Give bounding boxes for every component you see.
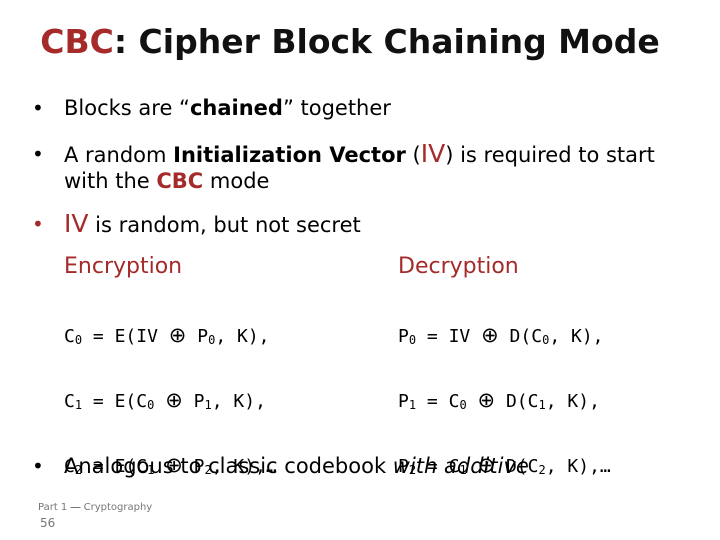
encryption-heading: Encryption xyxy=(64,254,183,279)
title-rest: : Cipher Block Chaining Mode xyxy=(113,22,660,61)
encryption-line-0: C0 = E(IV ⊕ P0, K), xyxy=(64,323,270,347)
bullet-4: • Analogous to classic codebook with add… xyxy=(32,453,704,479)
bullet-4-italic: with additive xyxy=(392,454,529,478)
bullet-2-bold: Initialization Vector xyxy=(173,143,406,167)
bullet-1-text: Blocks are “chained” together xyxy=(64,95,704,121)
title-cbc: CBC xyxy=(40,22,114,61)
bullet-4-pre: Analogous to classic codebook xyxy=(64,454,393,478)
bullet-2-mid: ( xyxy=(405,143,421,167)
xor-symbol: ⊕ xyxy=(477,453,496,477)
bullet-3-iv: IV xyxy=(64,209,89,238)
bullet-dot: • xyxy=(32,96,44,120)
bullet-1-post: ” together xyxy=(282,96,391,120)
xor-symbol: ⊕ xyxy=(165,388,183,412)
xor-symbol: ⊕ xyxy=(168,323,187,347)
bullet-2-text: A random Initialization Vector (IV) is r… xyxy=(64,141,704,194)
slide-title: CBC: Cipher Block Chaining Mode xyxy=(0,22,700,61)
encryption-equations: C0 = E(IV ⊕ P0, K), C1 = E(C0 ⊕ P1, K), … xyxy=(64,290,277,515)
bullet-dot: • xyxy=(32,212,44,236)
bullet-dot: • xyxy=(32,454,44,478)
bullet-2-pre: A random xyxy=(64,143,174,167)
bullet-2-iv: IV xyxy=(420,139,446,168)
bullet-1-pre: Blocks are “ xyxy=(64,96,190,120)
encryption-line-1: C1 = E(C0 ⊕ P1, K), xyxy=(64,388,266,412)
bullet-1: • Blocks are “chained” together xyxy=(32,95,704,121)
decryption-line-0: P0 = IV ⊕ D(C0, K), xyxy=(398,323,604,347)
decryption-equations: P0 = IV ⊕ D(C0, K), P1 = C0 ⊕ D(C1, K), … xyxy=(398,290,611,515)
decryption-line-1: P1 = C0 ⊕ D(C1, K), xyxy=(398,388,600,412)
bullet-4-text: Analogous to classic codebook with addit… xyxy=(64,453,704,479)
bullet-2-post: ) is required to start with the xyxy=(64,143,655,193)
decryption-heading: Decryption xyxy=(398,254,519,279)
bullet-2-cbc: CBC xyxy=(156,169,204,193)
xor-symbol: ⊕ xyxy=(481,323,499,347)
xor-symbol: ⊕ xyxy=(477,388,496,412)
footer-label: Part 1 ⎯⎯ Cryptography xyxy=(38,502,153,513)
page-number: 56 xyxy=(40,516,56,530)
bullet-dot: • xyxy=(32,142,44,166)
bullet-3-text: IV is random, but not secret xyxy=(64,211,704,238)
bullet-3-post: is random, but not secret xyxy=(88,213,361,237)
bullet-2-post2: mode xyxy=(203,169,270,193)
xor-symbol: ⊕ xyxy=(165,453,183,477)
encryption-line-2: C2 = E(C1 ⊕ P2, K),… xyxy=(64,453,277,477)
bullet-1-bold: chained xyxy=(189,96,283,120)
bullet-3: • IV is random, but not secret xyxy=(32,211,704,238)
bullet-2: • A random Initialization Vector (IV) is… xyxy=(32,141,704,194)
decryption-line-2: P2 = C1 ⊕ D(C2, K),… xyxy=(398,453,611,477)
